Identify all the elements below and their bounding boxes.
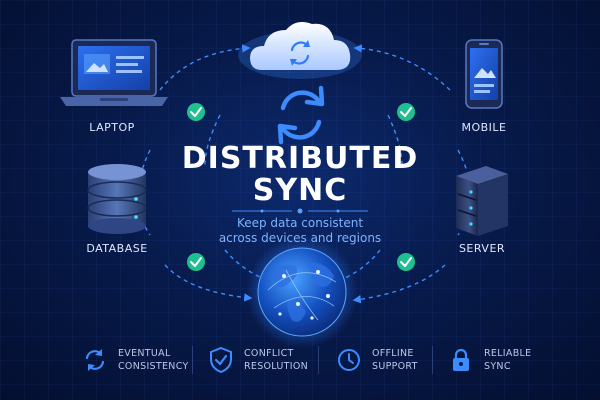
check-badges: [187, 103, 415, 271]
server-label: SERVER: [458, 242, 506, 255]
feature-divider: [318, 346, 319, 374]
clock-icon: [338, 349, 360, 371]
subtitle-line2: across devices and regions: [218, 231, 382, 245]
feature-line2: RESOLUTION: [244, 361, 309, 372]
check-icon: [187, 103, 205, 121]
arrow-laptop-cloud: [159, 44, 251, 91]
feature-divider: [432, 346, 433, 374]
check-icon: [397, 253, 415, 271]
feature-line1: OFFLINE: [372, 348, 414, 359]
mobile-label: MOBILE: [461, 121, 507, 134]
database-icon: [87, 164, 147, 234]
laptop-label: LAPTOP: [89, 121, 135, 134]
feature-divider: [192, 346, 193, 374]
arrow-server-globe: [352, 264, 446, 304]
feature-eventual-consistency: EVENTUAL CONSISTENCY: [80, 342, 189, 378]
title-divider: [232, 208, 368, 214]
mobile-icon: [465, 39, 503, 109]
feature-line1: EVENTUAL: [118, 348, 171, 359]
sync-icon: [277, 85, 325, 145]
arrow-mobile-cloud: [353, 44, 451, 91]
feature-line1: CONFLICT: [244, 348, 294, 359]
subtitle-line1: Keep data consistent: [236, 216, 364, 230]
server-icon: [456, 166, 508, 236]
shield-check-icon: [210, 346, 232, 374]
feature-line2: SYNC: [484, 361, 511, 372]
feature-line2: SUPPORT: [372, 361, 418, 372]
arc-inner-left: [204, 114, 221, 166]
feature-reliable-sync: RELIABLE SYNC: [446, 342, 531, 378]
page-title-line1: DISTRIBUTED: [181, 141, 419, 176]
refresh-icon: [85, 349, 105, 371]
feature-offline-support: OFFLINE SUPPORT: [334, 342, 418, 378]
laptop-icon: [60, 39, 168, 106]
page-title-line2: SYNC: [252, 173, 348, 208]
check-icon: [187, 253, 205, 271]
globe-icon: [246, 236, 358, 348]
feature-line1: RELIABLE: [484, 348, 532, 359]
arc-inner-right: [387, 114, 403, 166]
cloud-icon: [238, 22, 362, 79]
feature-conflict-resolution: CONFLICT RESOLUTION: [206, 342, 308, 378]
arrow-database-globe: [164, 264, 253, 302]
lock-icon: [453, 348, 469, 371]
database-label: DATABASE: [86, 242, 148, 255]
feature-line2: CONSISTENCY: [118, 361, 189, 372]
check-icon: [397, 103, 415, 121]
